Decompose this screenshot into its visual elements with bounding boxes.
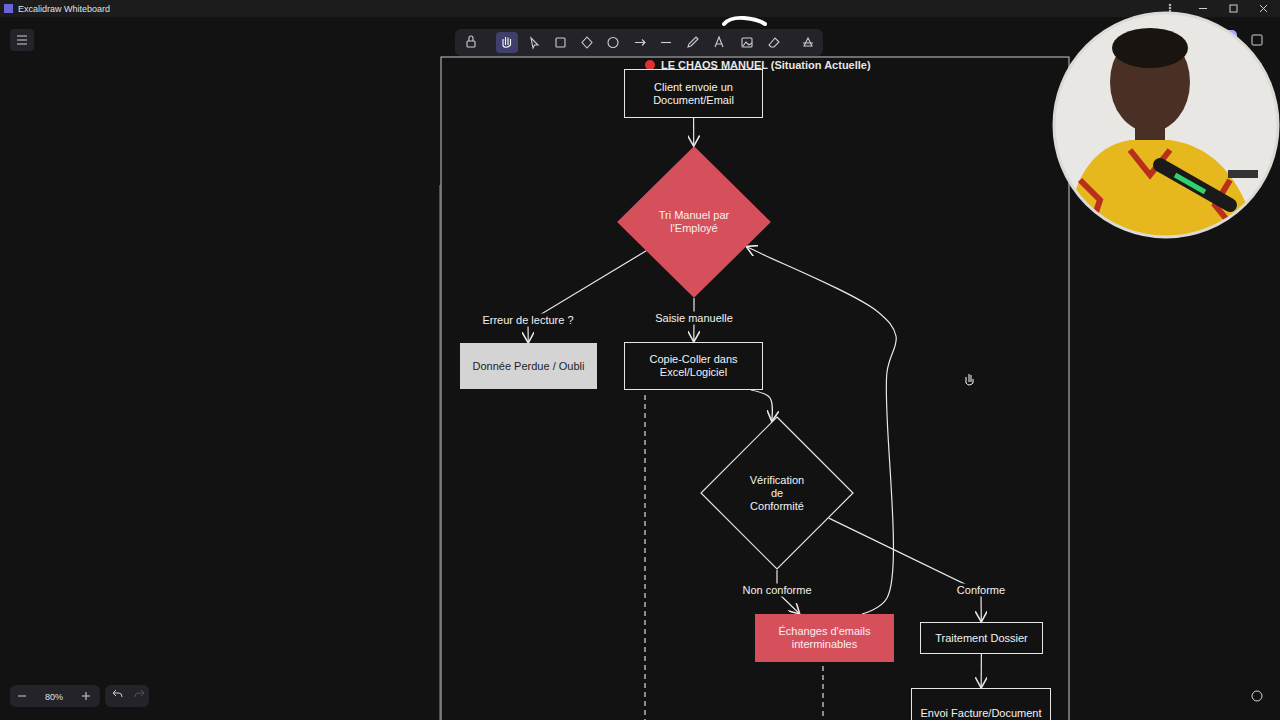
- diamond-shape: [701, 417, 853, 569]
- undo-icon: [113, 690, 122, 697]
- diamond-icon: [582, 37, 592, 48]
- pointer-icon: [531, 38, 538, 48]
- text-icon: [715, 37, 723, 47]
- help-icon: [1252, 691, 1262, 701]
- process-box: Copie-Coller dans Excel/Logiciel: [624, 342, 763, 390]
- flow-arrow: [829, 518, 981, 622]
- edge-label: Erreur de lecture ?: [480, 314, 575, 327]
- process-box: Envoi Facture/Document: [911, 688, 1051, 720]
- flow-arrow: [746, 247, 896, 614]
- lock-icon: [467, 41, 475, 47]
- library-icon: [1252, 35, 1262, 45]
- zoom-control: [10, 685, 100, 707]
- node-text-group: Copie-Coller dans Excel/Logiciel: [644, 353, 744, 379]
- flow-arrow: [981, 654, 982, 688]
- decision-diamond: Vérification de Conformité: [700, 416, 854, 570]
- node-text-group: Donnée Perdue / Oubli: [464, 360, 594, 373]
- zoom-level: 80%: [45, 691, 63, 703]
- node-text: Client envoie un Document/Email: [639, 81, 749, 107]
- node-text: Copie-Coller dans Excel/Logiciel: [644, 353, 744, 379]
- node-text: Échanges d'emails interminables: [775, 625, 875, 651]
- image-icon-detail: [743, 42, 752, 46]
- decision-diamond: Tri Manuel par l'Employé: [617, 146, 771, 298]
- app-icon: [4, 4, 13, 13]
- hand-cursor: [966, 374, 973, 385]
- close-icon: [1260, 5, 1267, 12]
- redo-icon: [135, 690, 144, 697]
- toolbar: [455, 29, 823, 56]
- more-tools-icon: [803, 38, 813, 46]
- edge-label: Conforme: [955, 584, 1007, 597]
- window-title: Excalidraw Whiteboard: [18, 3, 110, 15]
- node-text-group: Envoi Facture/Document: [913, 707, 1049, 720]
- lock-shackle: [469, 36, 473, 41]
- edge-label: Saisie manuelle: [653, 312, 735, 325]
- frame-border: [441, 57, 1069, 720]
- toolbar-icons: [467, 36, 813, 48]
- node-text-group: Tri Manuel par l'Employé: [658, 209, 730, 235]
- mic-arm: [1228, 170, 1258, 178]
- edge-label: Non conforme: [740, 584, 813, 597]
- pencil-icon: [688, 37, 698, 47]
- hand-icon: [503, 37, 511, 47]
- process-box: Client envoie un Document/Email: [624, 69, 763, 118]
- menu-dot: [1169, 4, 1171, 6]
- node-text: Traitement Dossier: [924, 632, 1039, 645]
- diagram-title: LE CHAOS MANUEL (Situation Actuelle): [661, 59, 871, 72]
- webcam-border: [1054, 13, 1278, 237]
- rectangle-icon: [556, 38, 565, 47]
- eraser-icon: [769, 38, 779, 47]
- flow-arrow: [751, 390, 772, 421]
- problem-box: Échanges d'emails interminables: [755, 614, 894, 662]
- node-text: Vérification de Conformité: [743, 474, 811, 513]
- frame-edge-line: [440, 185, 441, 720]
- error-box: Donnée Perdue / Oubli: [460, 343, 597, 389]
- node-text: Envoi Facture/Document: [913, 707, 1049, 720]
- node-text-group: Vérification de Conformité: [743, 474, 811, 513]
- minimize-icon: [1199, 8, 1207, 9]
- pen-stroke: [724, 18, 765, 24]
- restore-icon: [1230, 5, 1237, 12]
- microphone-light: [1175, 175, 1205, 192]
- node-text-group: Traitement Dossier: [924, 632, 1039, 645]
- diamond-shape: [618, 147, 770, 297]
- node-text: Donnée Perdue / Oubli: [464, 360, 594, 373]
- hamburger-icon: [17, 36, 27, 44]
- microphone: [1160, 165, 1230, 205]
- flow-arrow: [528, 251, 646, 343]
- window-title-bar: [0, 0, 1280, 17]
- line-icon: [661, 42, 671, 43]
- node-text-group: Client envoie un Document/Email: [639, 81, 749, 107]
- image-icon: [742, 38, 752, 47]
- person-shirt: [1065, 140, 1260, 250]
- dashed-connector: [822, 666, 823, 720]
- menu-dot: [1169, 7, 1171, 9]
- node-text: Tri Manuel par l'Employé: [658, 209, 730, 235]
- arrow-icon: [635, 40, 645, 46]
- menu-button: [10, 29, 34, 51]
- dashed-connector: [644, 395, 645, 720]
- ellipse-icon: [608, 38, 618, 48]
- process-box: Traitement Dossier: [920, 622, 1043, 654]
- tool-selected: [496, 32, 518, 53]
- webcam-overlay: [1050, 10, 1280, 250]
- person-hair: [1112, 28, 1188, 68]
- node-text-group: Échanges d'emails interminables: [775, 625, 875, 651]
- window-controls: [1169, 4, 1267, 12]
- flow-arrow: [693, 118, 694, 146]
- undo-redo-control: [105, 685, 149, 707]
